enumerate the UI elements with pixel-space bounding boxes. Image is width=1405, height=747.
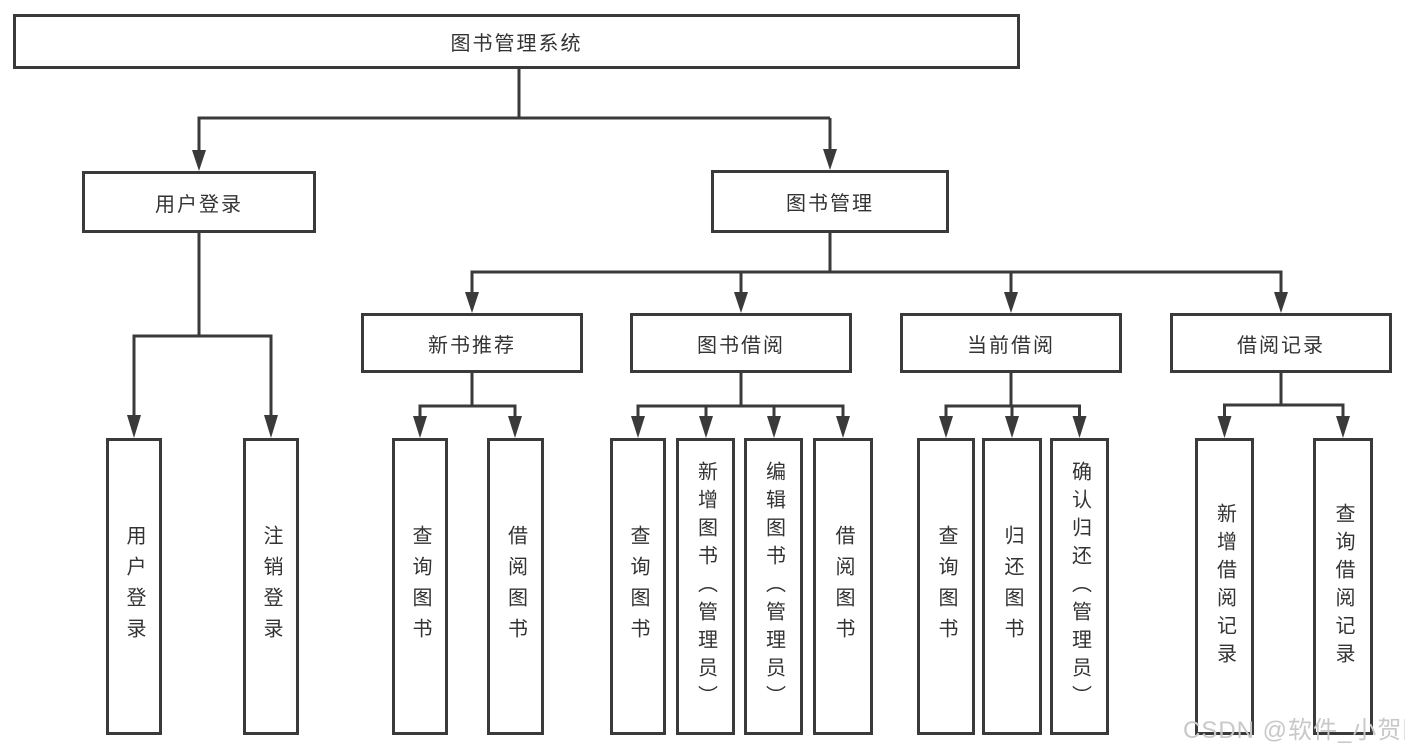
connector-book-management-children	[465, 233, 1288, 313]
node-borrow-records: 借阅记录	[1170, 313, 1392, 373]
node-new-book-recommend: 新书推荐	[361, 313, 583, 373]
node-leaf-nb-borrow-books: 借阅图书	[487, 438, 544, 735]
connector-current-borrow-children	[939, 373, 1087, 438]
node-leaf-user-login: 用户登录	[106, 438, 162, 735]
node-leaf-cb-query-books: 查询图书	[917, 438, 975, 735]
connector-book-borrow-children	[631, 373, 850, 438]
node-leaf-br-add-record: 新增借阅记录	[1195, 438, 1254, 735]
connector-root-to-level1	[192, 69, 837, 171]
node-leaf-bb-query-books: 查询图书	[610, 438, 666, 735]
node-book-borrow: 图书借阅	[630, 313, 852, 373]
node-leaf-cb-return-books: 归还图书	[982, 438, 1042, 735]
node-user-login-branch: 用户登录	[82, 171, 316, 233]
node-current-borrow: 当前借阅	[900, 313, 1122, 373]
connector-borrow-records-children	[1217, 373, 1350, 438]
node-leaf-logout: 注销登录	[243, 438, 299, 735]
node-leaf-bb-edit-books-admin: 编辑图书（管理员）	[744, 438, 803, 735]
node-leaf-cb-confirm-return-admin: 确认归还（管理员）	[1050, 438, 1109, 735]
node-root-system: 图书管理系统	[13, 14, 1020, 69]
node-leaf-nb-query-books: 查询图书	[392, 438, 448, 735]
node-leaf-br-query-record: 查询借阅记录	[1313, 438, 1373, 735]
connector-user-login-children	[127, 233, 278, 438]
node-book-management-branch: 图书管理	[711, 170, 949, 233]
watermark-text: CSDN @软件_小贺同学	[1183, 717, 1405, 744]
node-leaf-bb-add-books-admin: 新增图书（管理员）	[676, 438, 735, 735]
connector-new-book-children	[413, 373, 522, 438]
node-leaf-bb-borrow-books: 借阅图书	[813, 438, 873, 735]
